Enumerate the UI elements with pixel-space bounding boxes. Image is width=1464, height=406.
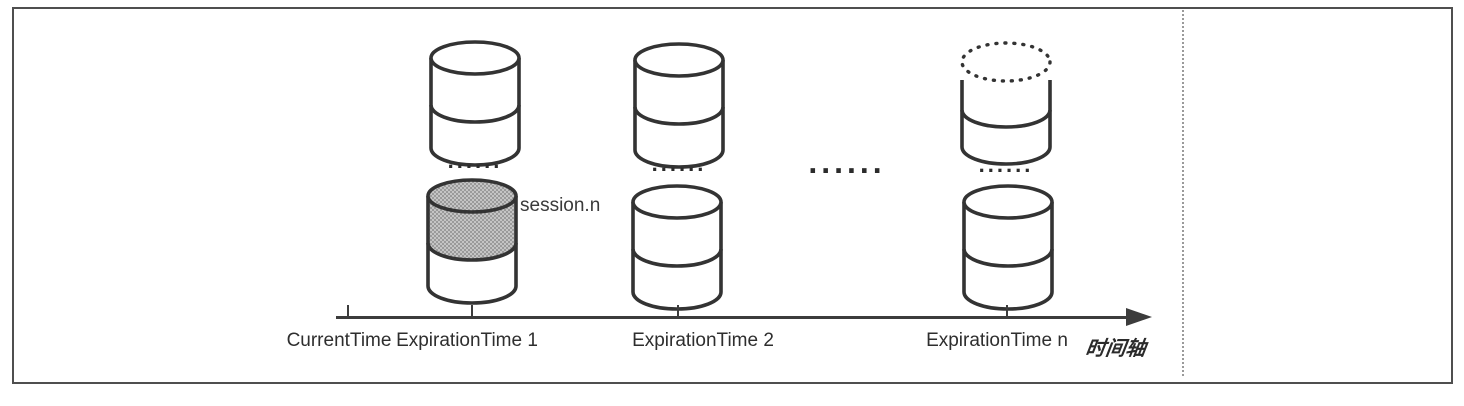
stack-ellipsis-dots: ...... [447,148,503,173]
arrow-right-icon [1126,308,1152,326]
session-cylinder-shaded-icon [426,178,518,305]
session-label: session.n [520,195,601,216]
axis-tick [677,305,679,317]
timeline-axis [336,316,1132,319]
axis-tick [471,305,473,317]
axis-tick [347,305,349,317]
axis-tick-label-current-time: CurrentTime [286,330,392,351]
axis-tick-label-expiration-1: ExpirationTime 1 [396,330,538,351]
axis-tick-label-expiration-n: ExpirationTime n [926,330,1068,351]
figure-frame [12,7,1453,384]
database-stack-icon [633,42,725,169]
database-stack-icon [962,184,1054,311]
axis-tick [1006,305,1008,317]
database-stack-dotted-icon [960,41,1052,166]
stack-ellipsis-dots: ...... [651,151,707,176]
page-margin-divider [1182,10,1184,376]
timeline-axis-label: 时间轴 [1084,338,1148,360]
database-stack-icon [429,40,521,167]
database-stack-icon [631,184,723,311]
group-ellipsis-dots: ...... [808,144,886,180]
axis-tick-label-expiration-2: ExpirationTime 2 [632,330,774,351]
stack-ellipsis-dots: ...... [978,152,1034,177]
